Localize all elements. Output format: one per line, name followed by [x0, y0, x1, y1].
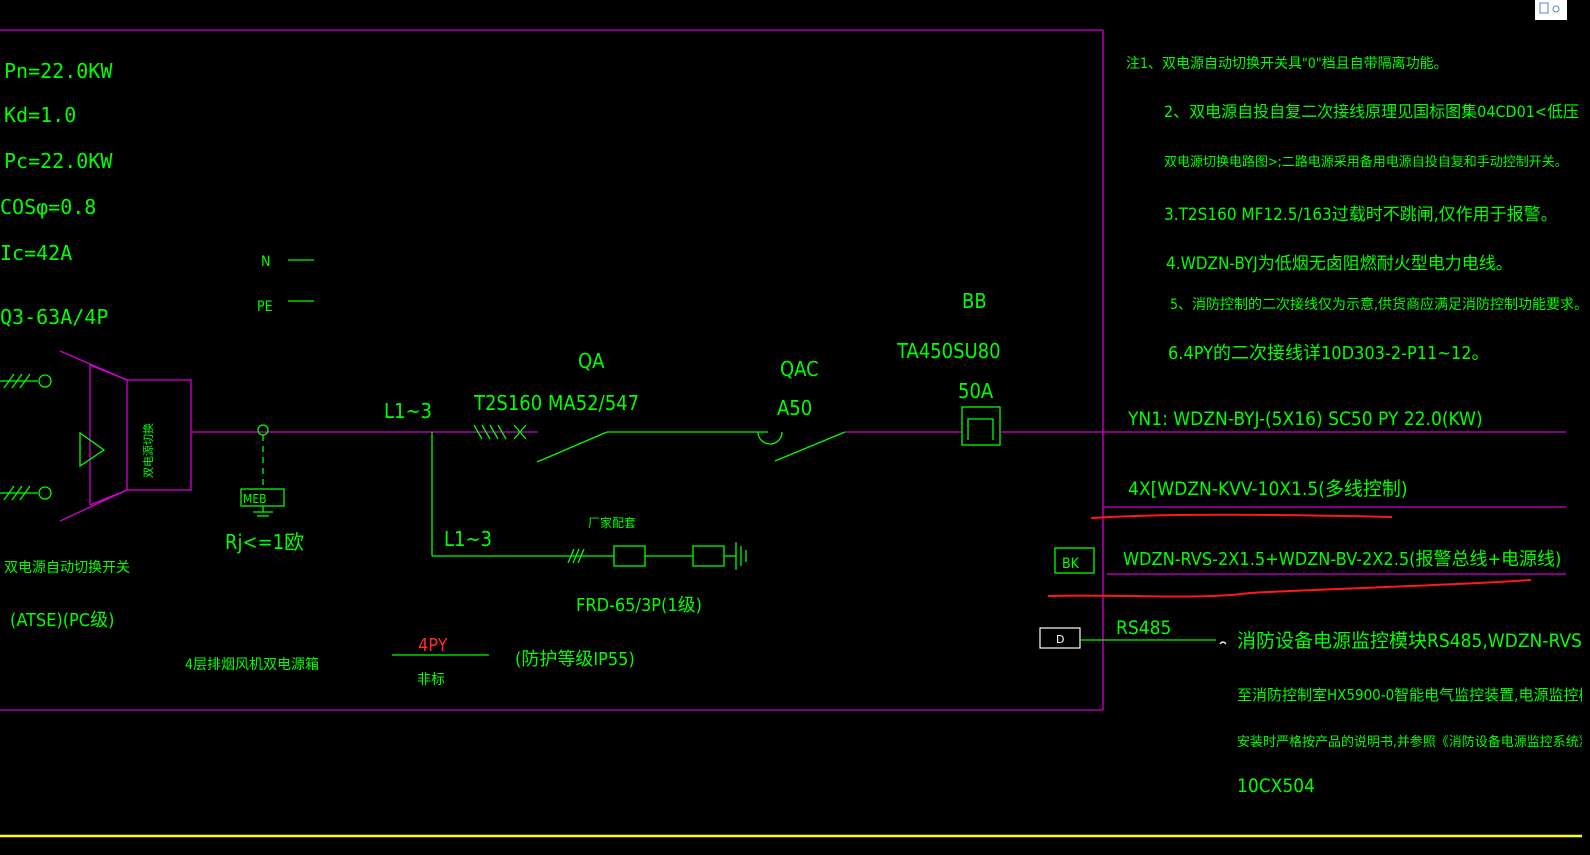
note-2a: 2、双电源自投自复二次接线原理见国标图集04CD01<低压 — [1164, 102, 1579, 121]
red-markup-2 — [1047, 579, 1532, 598]
ip-rating: (防护等级IP55) — [515, 649, 635, 670]
param-q3: Q3-63A/4P — [0, 305, 108, 329]
monitor-1: 消防设备电源监控模块RS485,WDZN-RVS-2X1.5), — [1237, 630, 1590, 652]
qa-model: T2S160 MA52/547 — [473, 391, 639, 415]
viewcube-icon[interactable] — [1535, 0, 1567, 20]
vendor-label: 厂家配套 — [588, 515, 636, 530]
monitor-2: 至消防控制室HX5900-0智能电气监控装置,电源监控模块 — [1237, 686, 1590, 704]
l1-bottom-label: L1~3 — [444, 527, 492, 551]
note-2b: 双电源切换电路图>;二路电源采用备用电源自投自复和手动控制开关。 — [1164, 154, 1568, 170]
atse-inner-label: 双电源切换 — [141, 423, 155, 478]
param-pc: Pc=22.0KW — [4, 149, 113, 173]
bk-box[interactable] — [1054, 547, 1095, 574]
note-5: 5、消防控制的二次接线仅为示意,供货商应满足消防控制功能要求。 — [1170, 296, 1588, 313]
bb-model: TA450SU80 — [896, 339, 1001, 363]
bb-rating: 50A — [958, 379, 994, 403]
red-markup-1 — [1090, 513, 1393, 519]
rs485-label: RS485 — [1116, 617, 1171, 639]
qa-label: QA — [578, 349, 605, 373]
bb-device[interactable] — [961, 406, 1001, 446]
param-ic: Ic=42A — [0, 241, 72, 265]
qa-breaker[interactable] — [473, 424, 783, 463]
param-pn: Pn=22.0KW — [4, 59, 113, 83]
note-4: 4.WDZN-BYJ为低烟无卤阻燃耐火型电力电线。 — [1166, 254, 1513, 274]
break-mark — [1219, 641, 1227, 645]
note-6: 6.4PY的二次接线详10D303-2-P11~12。 — [1168, 343, 1490, 364]
d-label: D — [1056, 633, 1064, 646]
atse-symbol[interactable]: 双电源切换 — [0, 350, 192, 522]
panel-frame — [0, 29, 1104, 711]
qac-label: QAC — [780, 357, 819, 381]
note-3: 3.T2S160 MF12.5/163过载时不跳闸,仅作用于报警。 — [1164, 205, 1558, 225]
rj-label: Rj<=1欧 — [225, 530, 304, 554]
cable-yn1: YN1: WDZN-BYJ-(5X16) SC50 PY 22.0(KW) — [1127, 408, 1483, 430]
cable-rvs: WDZN-RVS-2X1.5+WDZN-BV-2X2.5(报警总线+电源线) — [1123, 549, 1561, 570]
scrollbar-right[interactable] — [1582, 0, 1590, 855]
monitor-4: 10CX504 — [1237, 775, 1315, 797]
cable-kvv: 4X[WDZN-KVV-10X1.5(多线控制) — [1128, 478, 1408, 500]
qac-contactor[interactable] — [774, 431, 962, 462]
pe-label: PE — [257, 299, 273, 315]
meb-ground[interactable]: MEB — [240, 424, 285, 517]
d-box[interactable] — [1039, 627, 1081, 649]
atse-type: (ATSE)(PC级) — [10, 610, 114, 631]
spd-branch[interactable] — [431, 432, 747, 570]
bb-label: BB — [962, 289, 987, 313]
bk-label: BK — [1062, 556, 1080, 572]
atse-name: 双电源自动切换开关 — [4, 559, 130, 576]
qac-rating: A50 — [777, 396, 812, 420]
note-1: 注1、双电源自动切换开关具"0"档且自带隔离功能。 — [1126, 55, 1448, 72]
neutral-label: N — [261, 254, 270, 270]
l1-top-label: L1~3 — [384, 399, 432, 423]
frd-label: FRD-65/3P(1级) — [576, 595, 702, 616]
panel-name: 4层排烟风机双电源箱 — [185, 657, 319, 673]
monitor-3: 安装时严格按产品的说明书,并参照《消防设备电源监控系统》 — [1237, 734, 1590, 750]
meb-label: MEB — [243, 492, 267, 506]
param-kd: Kd=1.0 — [4, 103, 76, 127]
panel-tag-sub: 非标 — [417, 672, 445, 688]
panel-tag: 4PY — [418, 635, 448, 656]
param-cos: COSφ=0.8 — [0, 195, 96, 219]
